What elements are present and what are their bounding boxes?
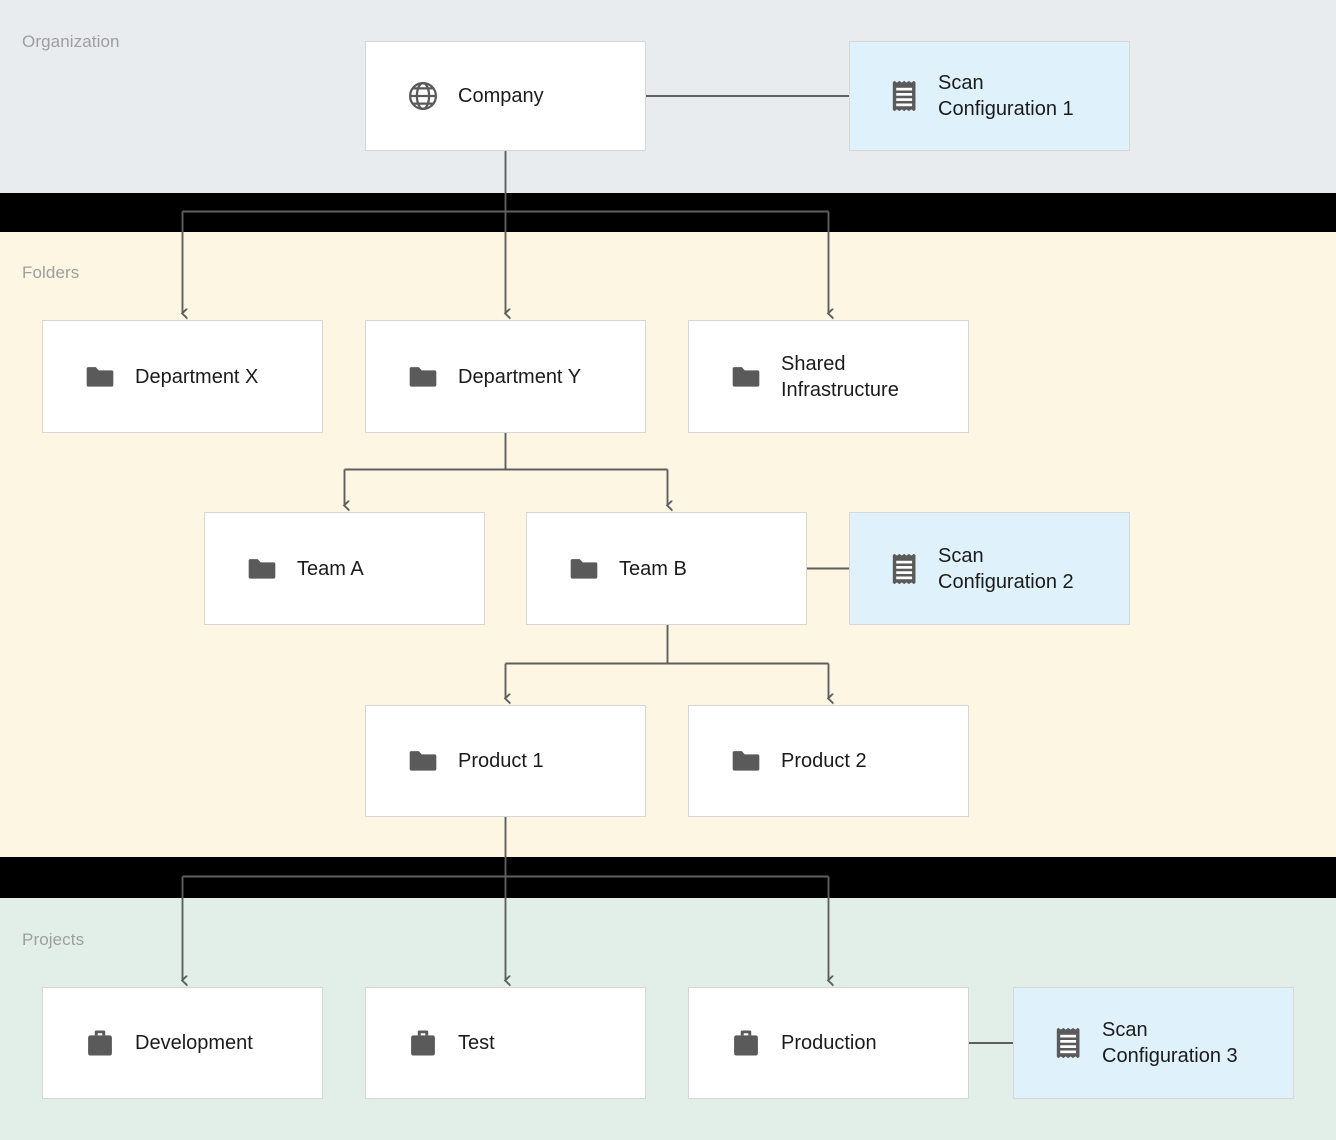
node-department-x-label: Department X <box>135 365 259 388</box>
node-department-y-label: Department Y <box>458 365 582 388</box>
scan-config-icon <box>1056 1027 1080 1059</box>
node-department-x[interactable]: Department X <box>42 320 323 433</box>
projects-section-label: Projects <box>22 930 85 949</box>
node-shared-infrastructure-label: Shared Infrastructure <box>781 352 899 401</box>
node-product-1-label: Product 1 <box>458 750 544 772</box>
node-company[interactable]: Company <box>365 41 646 151</box>
folder-icon <box>248 558 276 579</box>
node-product-2[interactable]: Product 2 <box>688 705 969 817</box>
node-product-1[interactable]: Product 1 <box>365 705 646 817</box>
folders-section-label: Folders <box>22 263 80 282</box>
briefcase-icon <box>734 1030 758 1056</box>
node-shared-infrastructure[interactable]: Shared Infrastructure <box>688 320 969 433</box>
folder-icon <box>732 751 760 771</box>
briefcase-icon <box>411 1030 435 1056</box>
node-scan-configuration-2[interactable]: Scan Configuration 2 <box>849 512 1130 625</box>
node-scan-configuration-3[interactable]: Scan Configuration 3 <box>1013 987 1294 1099</box>
globe-icon <box>408 81 438 111</box>
folder-icon <box>409 366 437 387</box>
node-department-y[interactable]: Department Y <box>365 320 646 433</box>
node-team-a-label: Team A <box>297 557 364 580</box>
organization-section-band <box>0 0 1336 193</box>
node-product-2-label: Product 2 <box>781 750 867 772</box>
briefcase-icon <box>88 1030 112 1056</box>
node-scan-configuration-3-label: Scan Configuration 3 <box>1102 1019 1238 1067</box>
node-company-label: Company <box>458 85 544 107</box>
node-scan-configuration-1[interactable]: Scan Configuration 1 <box>849 41 1130 151</box>
node-test-label: Test <box>458 1032 495 1054</box>
node-team-b-label: Team B <box>619 557 687 580</box>
folder-icon <box>570 558 598 579</box>
node-team-a[interactable]: Team A <box>204 512 485 625</box>
organization-section-label: Organization <box>22 32 120 51</box>
node-team-b[interactable]: Team B <box>526 512 807 625</box>
node-production[interactable]: Production <box>688 987 969 1099</box>
node-test[interactable]: Test <box>365 987 646 1099</box>
node-scan-configuration-1-label: Scan Configuration 1 <box>938 72 1074 120</box>
folder-icon <box>409 751 437 771</box>
folder-icon <box>732 366 760 387</box>
scan-config-icon <box>892 80 916 112</box>
node-scan-configuration-2-label: Scan Configuration 2 <box>938 544 1074 593</box>
scan-config-icon <box>892 553 916 584</box>
node-production-label: Production <box>781 1032 877 1054</box>
folder-icon <box>86 366 114 387</box>
node-development[interactable]: Development <box>42 987 323 1099</box>
node-development-label: Development <box>135 1032 253 1054</box>
